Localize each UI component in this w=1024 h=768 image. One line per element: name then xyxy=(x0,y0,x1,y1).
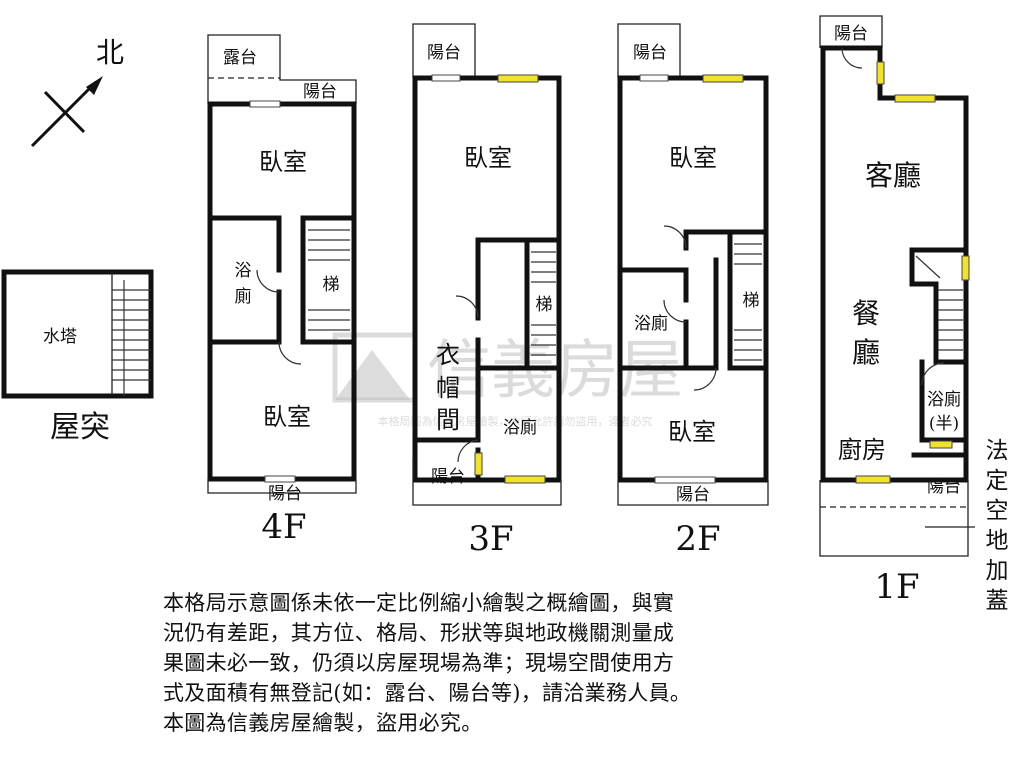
2f-bedroom-bottom-label: 臥室 xyxy=(668,418,716,446)
watermark-brand: 信義房屋 xyxy=(427,334,683,408)
1f-kitchen-label: 廚房 xyxy=(838,436,886,464)
floor-2f: 陽台 臥室 浴廁 梯 臥室 陽台 2F xyxy=(617,23,769,559)
1f-balcony-bottom-label: 陽台 xyxy=(927,477,961,497)
disclaimer-line: 式及面積有無登記(如：露台、陽台等)，請洽業務人員。 xyxy=(163,681,692,705)
legal-char: 定 xyxy=(985,468,1009,494)
compass: 北 xyxy=(30,36,124,148)
disclaimer-line: 況仍有差距，其方位、格局、形狀等與地政機關測量成 xyxy=(163,621,675,645)
2f-stairs-icon xyxy=(734,243,762,361)
3f-walls xyxy=(412,75,562,483)
3f-bath-label: 浴廁 xyxy=(503,417,537,438)
1f-stairs-icon xyxy=(915,255,963,351)
1f-label: 1F xyxy=(874,567,919,607)
1f-window-halfbath xyxy=(929,440,953,449)
legal-char: 空 xyxy=(985,498,1009,524)
1f-window-side-top xyxy=(876,61,885,85)
3f-bedroom-label: 臥室 xyxy=(464,144,512,172)
watermark-small: 本格局圖為信義房屋繪製，未經允許請勿盜用，違者必究 xyxy=(378,414,653,428)
1f-halfbath-label-2: (半) xyxy=(929,414,959,434)
disclaimer-note: 本格局示意圖係未依一定比例縮小繪製之概繪圖，與實 況仍有差距，其方位、格局、形狀… xyxy=(163,588,803,738)
1f-window-bottom xyxy=(855,475,891,484)
compass-cross xyxy=(43,90,86,134)
1f-window-top xyxy=(894,94,936,103)
1f-walls xyxy=(820,45,969,483)
2f-stairs-label: 梯 xyxy=(743,291,760,311)
legal-addition-label: 法 定 空 地 加 蓋 xyxy=(984,436,1010,616)
rooftop-stairs-icon xyxy=(112,280,151,396)
2f-bedroom-top-label: 臥室 xyxy=(669,144,717,172)
4f-label: 4F xyxy=(261,507,306,547)
legal-char: 加 xyxy=(985,558,1009,584)
rooftop-label: 屋突 xyxy=(50,410,110,445)
2f-balcony-bottom-label: 陽台 xyxy=(676,485,710,505)
1f-halfbath-label-1: 浴廁 xyxy=(927,389,961,410)
3f-balcony-bottom-label: 陽台 xyxy=(431,467,465,487)
compass-diagonal xyxy=(30,94,84,148)
legal-char: 地 xyxy=(985,528,1009,554)
1f-living-label: 客廳 xyxy=(865,159,921,192)
3f-label: 3F xyxy=(468,519,513,559)
3f-closet-label-2: 帽 xyxy=(436,374,460,402)
4f-stairs-label: 梯 xyxy=(323,275,340,295)
water-tower-label: 水塔 xyxy=(43,327,77,347)
1f-balcony-top-label: 陽台 xyxy=(834,24,868,44)
3f-stairs-icon xyxy=(531,251,556,356)
4f-bath-label-1: 浴 xyxy=(235,261,252,281)
4f-bath-label-2: 廁 xyxy=(235,286,252,307)
3f-closet-label-1: 衣 xyxy=(436,341,460,369)
2f-label: 2F xyxy=(675,519,720,559)
3f-balcony-top-label: 陽台 xyxy=(427,43,461,63)
floor-4f: 露台 陽台 臥室 浴 廁 梯 臥室 陽台 4F xyxy=(207,34,357,547)
disclaimer-line: 果圖未必一致，仍須以房屋現場為準；現場空間使用方 xyxy=(163,651,675,675)
disclaimer-line: 本圖為信義房屋繪製，盜用必究。 xyxy=(163,711,483,735)
disclaimer-line: 本格局示意圖係未依一定比例縮小繪製之概繪圖，與實 xyxy=(163,591,675,615)
3f-window-top xyxy=(497,74,539,83)
3f-closet-label-3: 間 xyxy=(436,406,460,434)
4f-bedroom-top-label: 臥室 xyxy=(259,148,307,176)
4f-balcony-bottom-label: 陽台 xyxy=(268,484,302,504)
1f-dining-label-1: 餐 xyxy=(852,297,880,330)
watermark: 信義房屋 本格局圖為信義房屋繪製，未經允許請勿盜用，違者必究 xyxy=(332,332,683,428)
floor-1f: 陽台 客廳 餐 廳 浴廁 (半) 廚房 陽台 1F xyxy=(819,15,975,607)
legal-char: 蓋 xyxy=(985,588,1009,614)
3f-stairs-label: 梯 xyxy=(536,295,553,315)
2f-balcony-top-label: 陽台 xyxy=(633,43,667,63)
3f-window-bottom xyxy=(504,475,546,484)
4f-stairs-icon xyxy=(308,229,350,331)
rooftop-plan: 水塔 屋突 xyxy=(1,269,154,445)
2f-window-top xyxy=(702,74,744,83)
4f-bedroom-bottom-label: 臥室 xyxy=(263,403,311,431)
1f-dining-label-2: 廳 xyxy=(852,336,880,369)
2f-bath-label: 浴廁 xyxy=(634,313,668,334)
3f-window-side xyxy=(474,452,483,476)
rooftop-walls xyxy=(1,269,154,399)
watermark-logo-icon xyxy=(335,350,410,400)
floor-3f: 陽台 臥室 衣 帽 間 梯 浴廁 陽台 3F xyxy=(412,23,562,559)
legal-char: 法 xyxy=(985,438,1009,464)
4f-terrace-label: 露台 xyxy=(223,48,257,68)
4f-balcony-top-label: 陽台 xyxy=(303,82,337,102)
1f-window-stairs xyxy=(961,255,970,281)
north-label: 北 xyxy=(96,36,124,69)
